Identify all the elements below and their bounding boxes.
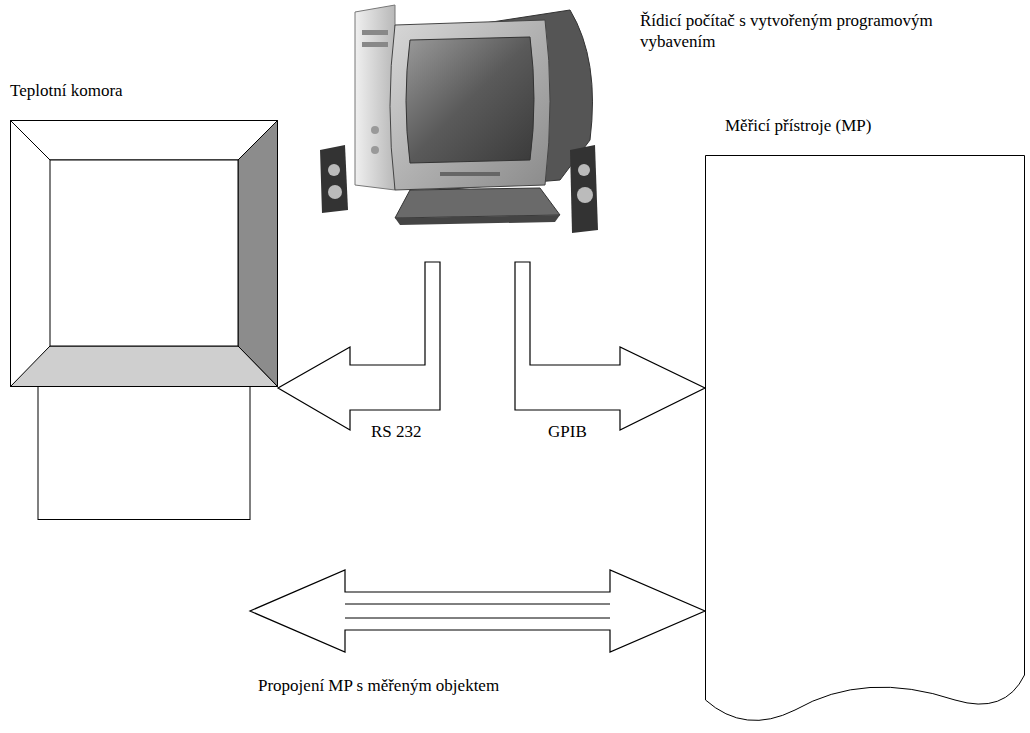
node-label: Měřicí přístroje (MP) bbox=[725, 115, 871, 136]
chamber-outline bbox=[10, 120, 278, 520]
node-label: Řídicí počítač s vytvořeným programovým … bbox=[640, 10, 970, 53]
edge-label: Propojení MP s měřeným objektem bbox=[255, 676, 502, 696]
block-arrow bbox=[250, 570, 705, 652]
instrument-node: Měřicí přístroje (MP) bbox=[705, 155, 1025, 730]
node-label: Teplotní komora bbox=[10, 80, 123, 101]
computer-node: Řídicí počítač s vytvořeným programovým … bbox=[300, 0, 600, 262]
edge-label: GPIB bbox=[545, 422, 590, 442]
instrument-outline bbox=[705, 155, 1025, 730]
chamber-node: Teplotní komora bbox=[10, 120, 278, 520]
block-arrow bbox=[278, 262, 440, 430]
arrow-inner-line bbox=[345, 618, 610, 619]
arrow-inner-line bbox=[345, 604, 610, 605]
block-arrow bbox=[515, 262, 705, 430]
edge-label: RS 232 bbox=[368, 422, 425, 442]
